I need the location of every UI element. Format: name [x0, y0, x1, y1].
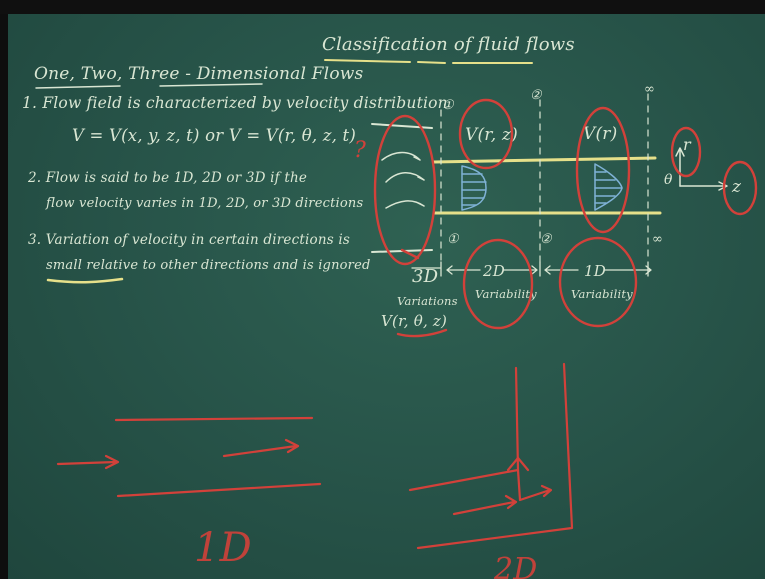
- point-3-line-2: small relative to other directions and i…: [46, 258, 371, 273]
- point-2-line-2: flow velocity varies in 1D, 2D, or 3D di…: [46, 196, 364, 211]
- inlet-circle: [373, 114, 437, 266]
- 3d-region-bracket: [396, 248, 448, 338]
- region-ticks: [440, 261, 649, 277]
- inlet-swirl-arrows: [381, 151, 425, 209]
- region-1d-sublabel: Variability: [571, 287, 633, 301]
- heading-underline: [35, 83, 263, 89]
- section-2-top-marker: ②: [530, 88, 542, 103]
- region-2d-sublabel: Variability: [475, 287, 537, 301]
- v-r-circle: [575, 106, 631, 234]
- axis-r-label: r: [683, 135, 691, 154]
- axis-r-arrow: [675, 147, 685, 187]
- title-underline: [324, 59, 533, 64]
- inlet-top-wall: [371, 123, 433, 129]
- red-annotations: [373, 98, 758, 338]
- point-1-equation: V = V(x, y, z, t) or V = V(r, θ, z, t): [72, 126, 356, 145]
- bottom-sketch-2d-label: 2D: [494, 552, 538, 579]
- r-axis-circle: [670, 126, 702, 178]
- region-3d-sublabel: Variations: [397, 294, 458, 308]
- z-axis-circle: [722, 160, 758, 216]
- bottom-sketch-1d: [56, 416, 322, 498]
- video-top-border: [0, 0, 765, 14]
- axis-z-label: z: [732, 177, 742, 197]
- parabolic-profile: [594, 163, 623, 211]
- section-1-top-marker: ①: [442, 98, 454, 113]
- label-v-rz: V(r, z): [465, 125, 518, 145]
- section-inf-bottom-marker: ∞: [652, 232, 664, 247]
- 2d-region-circle: [462, 238, 534, 330]
- label-v-r: V(r): [583, 124, 618, 144]
- region-3d-velocity: V(r, θ, z): [381, 312, 448, 330]
- bottom-sketch-2d: [408, 362, 574, 550]
- small-relative-underline: [46, 277, 124, 284]
- bottom-sketch-1d-label: 1D: [194, 525, 252, 571]
- axis-theta-label: θ: [664, 172, 673, 188]
- point-1-line-1: 1. Flow field is characterized by veloci…: [22, 94, 448, 112]
- region-3d-label: 3D: [412, 266, 439, 287]
- section-inf-top-marker: ∞: [644, 82, 656, 97]
- region-1d-label: 1D: [584, 262, 606, 280]
- section-heading: One, Two, Three - Dimensional Flows: [34, 64, 364, 84]
- section-2-bottom-marker: ②: [540, 232, 552, 247]
- section-1-bottom-marker: ①: [447, 232, 459, 247]
- axis-z-arrow: [679, 181, 728, 191]
- point-2-line-1: 2. Flow is said to be 1D, 2D or 3D if th…: [28, 170, 308, 186]
- developing-profile: [461, 165, 487, 211]
- 1d-region-circle: [558, 236, 638, 328]
- region-2d-label: 2D: [483, 262, 505, 280]
- question-mark: ?: [354, 138, 366, 163]
- v-rz-circle: [458, 98, 514, 170]
- blackboard: [8, 0, 765, 579]
- point-3-line-1: 3. Variation of velocity in certain dire…: [28, 232, 350, 248]
- board-title: Classification of fluid flows: [322, 34, 575, 55]
